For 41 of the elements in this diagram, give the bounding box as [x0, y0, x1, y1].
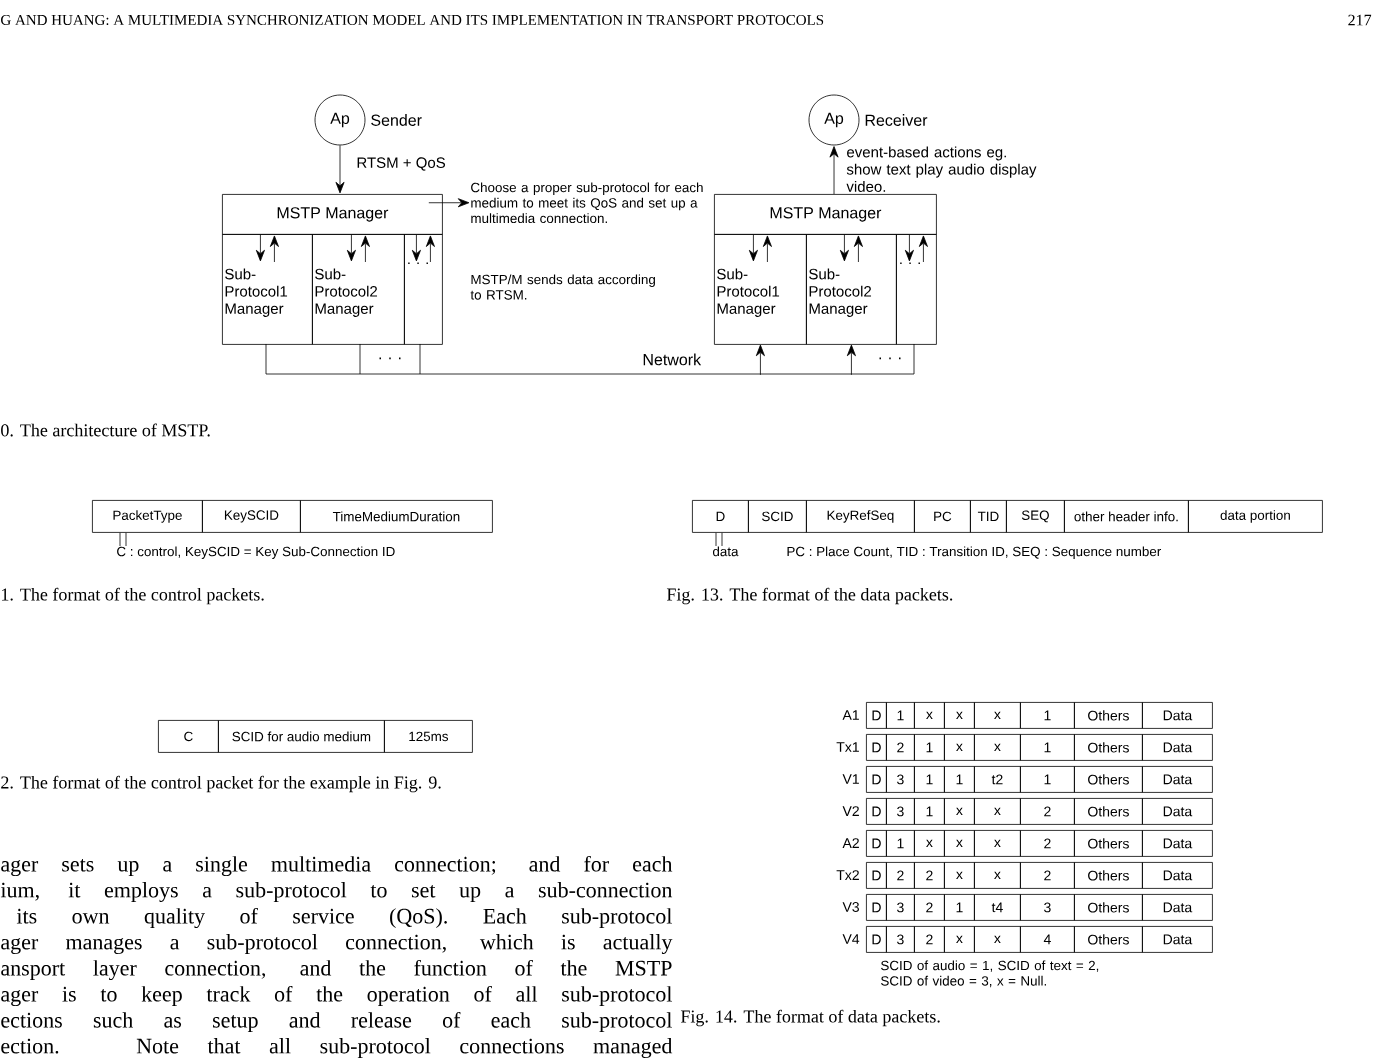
manager-box: MSTP Manager	[222, 194, 443, 235]
body-text-line: ager is to keep track of the operation of all sub-protocol	[1, 985, 672, 1007]
figure-caption: Fig. 13. The format of the data packets.	[666, 587, 953, 605]
node-caption: Receiver	[865, 114, 928, 126]
arrow	[748, 234, 758, 262]
ellipsis: · · ·	[879, 357, 901, 360]
arrow	[918, 235, 928, 263]
arrow	[428, 198, 470, 208]
arrow	[360, 235, 370, 263]
leader-line	[125, 532, 127, 547]
leader-line	[715, 532, 717, 547]
arrow	[839, 234, 849, 262]
leader-line	[119, 532, 121, 547]
body-text-line: ium, it employs a sub-protocol to set up a sub-connection	[0, 882, 673, 902]
arrow	[255, 234, 265, 262]
arrow	[853, 235, 863, 263]
arrow	[269, 235, 279, 263]
body-text-line: ager manages a sub-protocol connection, which is actually	[1, 934, 673, 954]
arrow	[411, 234, 421, 262]
arrow	[755, 344, 765, 376]
manager-box: MSTP Manager	[714, 194, 937, 235]
arrow	[762, 235, 772, 263]
body-text-line: ections such as setup and release of each sub-protocol	[1, 1011, 672, 1033]
arrow	[904, 234, 914, 262]
arrow	[335, 145, 345, 194]
arrow	[425, 235, 435, 263]
page-number: 217	[1348, 14, 1372, 26]
arrow	[846, 344, 856, 376]
body-text-line: ansport layer connection, and the function of the MSTP	[1, 959, 672, 981]
figure-caption: 1. The format of the control packets.	[2, 587, 264, 605]
figure-caption: Fig. 14. The format of data packets.	[680, 1009, 940, 1027]
node-caption: Sender	[371, 114, 422, 126]
arrow	[346, 234, 356, 262]
leader-line	[721, 532, 723, 547]
arrow	[829, 146, 839, 195]
body-text-line: its own quality of service (QoS). Each sub-protocol	[16, 907, 672, 929]
body-text-line: ager sets up a single multimedia connection; and for each	[1, 855, 673, 877]
ellipsis: · · ·	[379, 357, 401, 360]
figure-caption: 0. The architecture of MSTP.	[1, 423, 210, 437]
figure-caption: 2. The format of the control packet for the example in Fig. 9.	[1, 775, 441, 793]
body-text-line: ection. Note that all sub-protocol connections managed	[1, 1038, 673, 1058]
